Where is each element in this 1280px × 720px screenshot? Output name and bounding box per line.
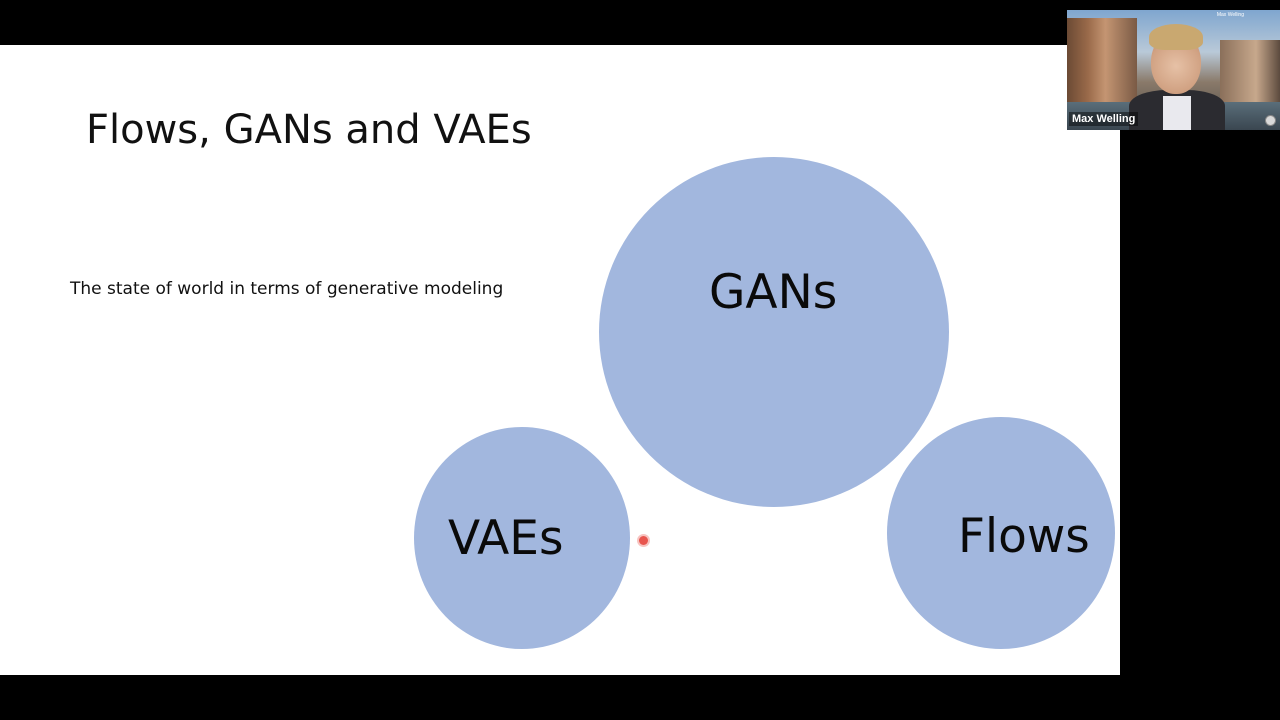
participant-video-tile[interactable]: Max Welling Max Welling xyxy=(1067,10,1280,130)
gans-bubble: GANs xyxy=(599,157,949,507)
flows-bubble: Flows xyxy=(887,417,1115,649)
participant-shirt xyxy=(1163,96,1191,130)
presentation-slide: Flows, GANs and VAEs The state of world … xyxy=(0,45,1120,675)
tile-options-icon[interactable] xyxy=(1265,115,1276,126)
slide-subtitle: The state of world in terms of generativ… xyxy=(70,279,504,299)
laser-pointer-icon xyxy=(639,536,648,545)
vaes-bubble: VAEs xyxy=(414,427,630,649)
gans-label: GANs xyxy=(709,265,838,320)
slide-title: Flows, GANs and VAEs xyxy=(86,107,532,153)
vaes-label: VAEs xyxy=(448,511,564,566)
participant-name-small: Max Welling xyxy=(1216,12,1244,18)
participant-name-label: Max Welling xyxy=(1069,112,1139,126)
participant-hair xyxy=(1149,24,1203,50)
flows-label: Flows xyxy=(958,509,1090,564)
